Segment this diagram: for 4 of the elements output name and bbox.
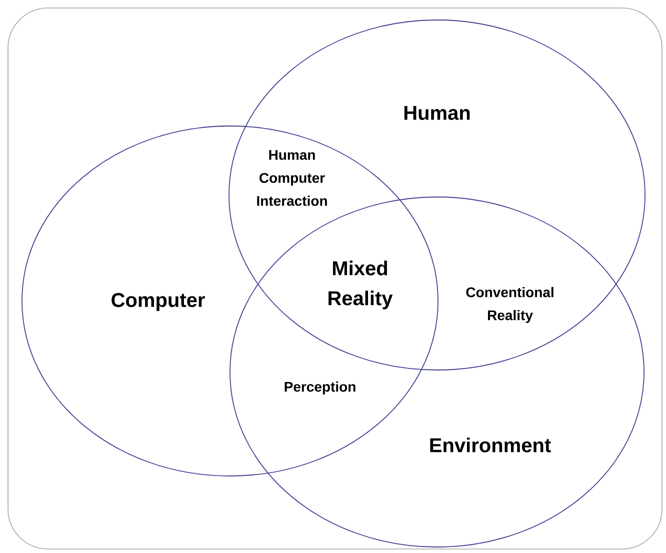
- region-label: Perception: [284, 381, 356, 395]
- region-label: Conventional Reality: [466, 286, 554, 324]
- region-label: Human Computer Interaction: [257, 150, 327, 206]
- region-label: Mixed Reality: [328, 260, 393, 310]
